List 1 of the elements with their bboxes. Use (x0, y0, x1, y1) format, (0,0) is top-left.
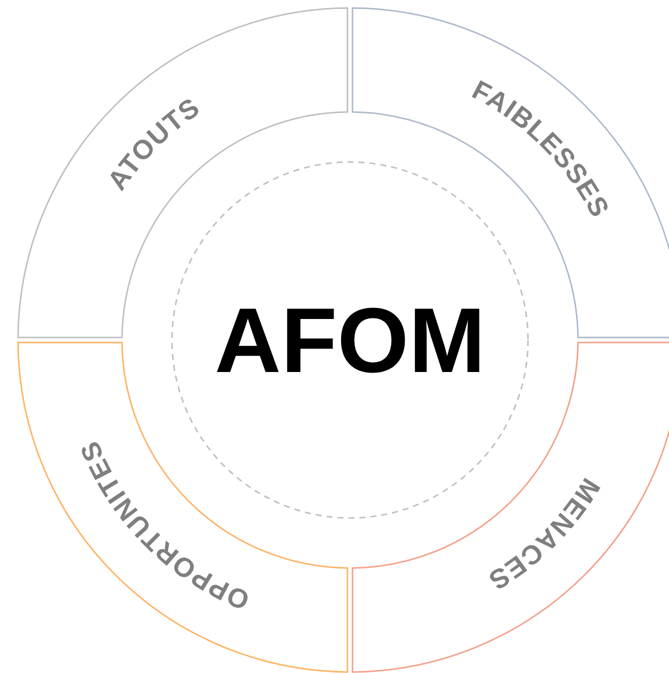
center-title: AFOM (214, 290, 486, 392)
